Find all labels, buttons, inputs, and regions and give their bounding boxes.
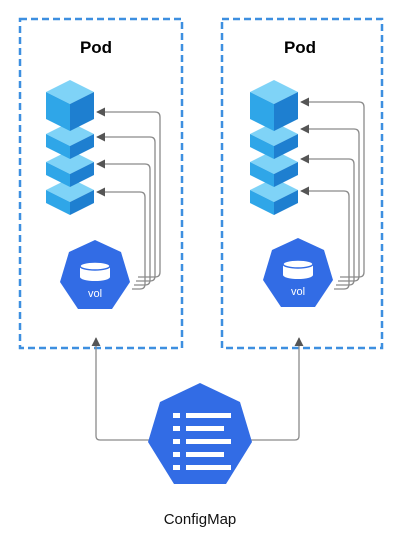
container-cube-icon <box>250 80 298 131</box>
pod-left-border <box>18 17 184 350</box>
pod-left-title: Pod <box>80 38 112 57</box>
pod-right-container-stack <box>250 80 298 215</box>
pod-right: Pod <box>220 17 384 350</box>
pod-right-title: Pod <box>284 38 316 57</box>
configmap-node: ConfigMap <box>148 383 252 528</box>
configmap-label: ConfigMap <box>164 511 237 528</box>
container-cube-icon <box>46 80 94 131</box>
disk-icon <box>282 259 314 279</box>
container-cube-icon <box>46 122 94 159</box>
list-icon <box>173 413 231 470</box>
pod-left: Pod <box>18 17 184 350</box>
pod-left-container-stack <box>46 80 94 215</box>
configmap-connectors <box>91 337 304 441</box>
pod-left-volume: vol <box>60 240 130 309</box>
pod-right-mount-connectors <box>300 97 365 290</box>
pod-left-volume-label: vol <box>88 288 102 300</box>
pod-left-mount-connectors <box>96 107 161 290</box>
container-cube-icon <box>250 150 298 187</box>
configmap-heptagon-icon <box>148 383 252 484</box>
container-cube-icon <box>250 122 298 159</box>
container-cube-icon <box>46 150 94 187</box>
disk-icon <box>79 261 111 281</box>
pod-right-border <box>220 17 384 350</box>
pod-right-volume-label: vol <box>291 286 305 298</box>
container-cube-icon <box>250 178 298 215</box>
container-cube-icon <box>46 178 94 215</box>
pod-right-volume: vol <box>263 238 333 307</box>
